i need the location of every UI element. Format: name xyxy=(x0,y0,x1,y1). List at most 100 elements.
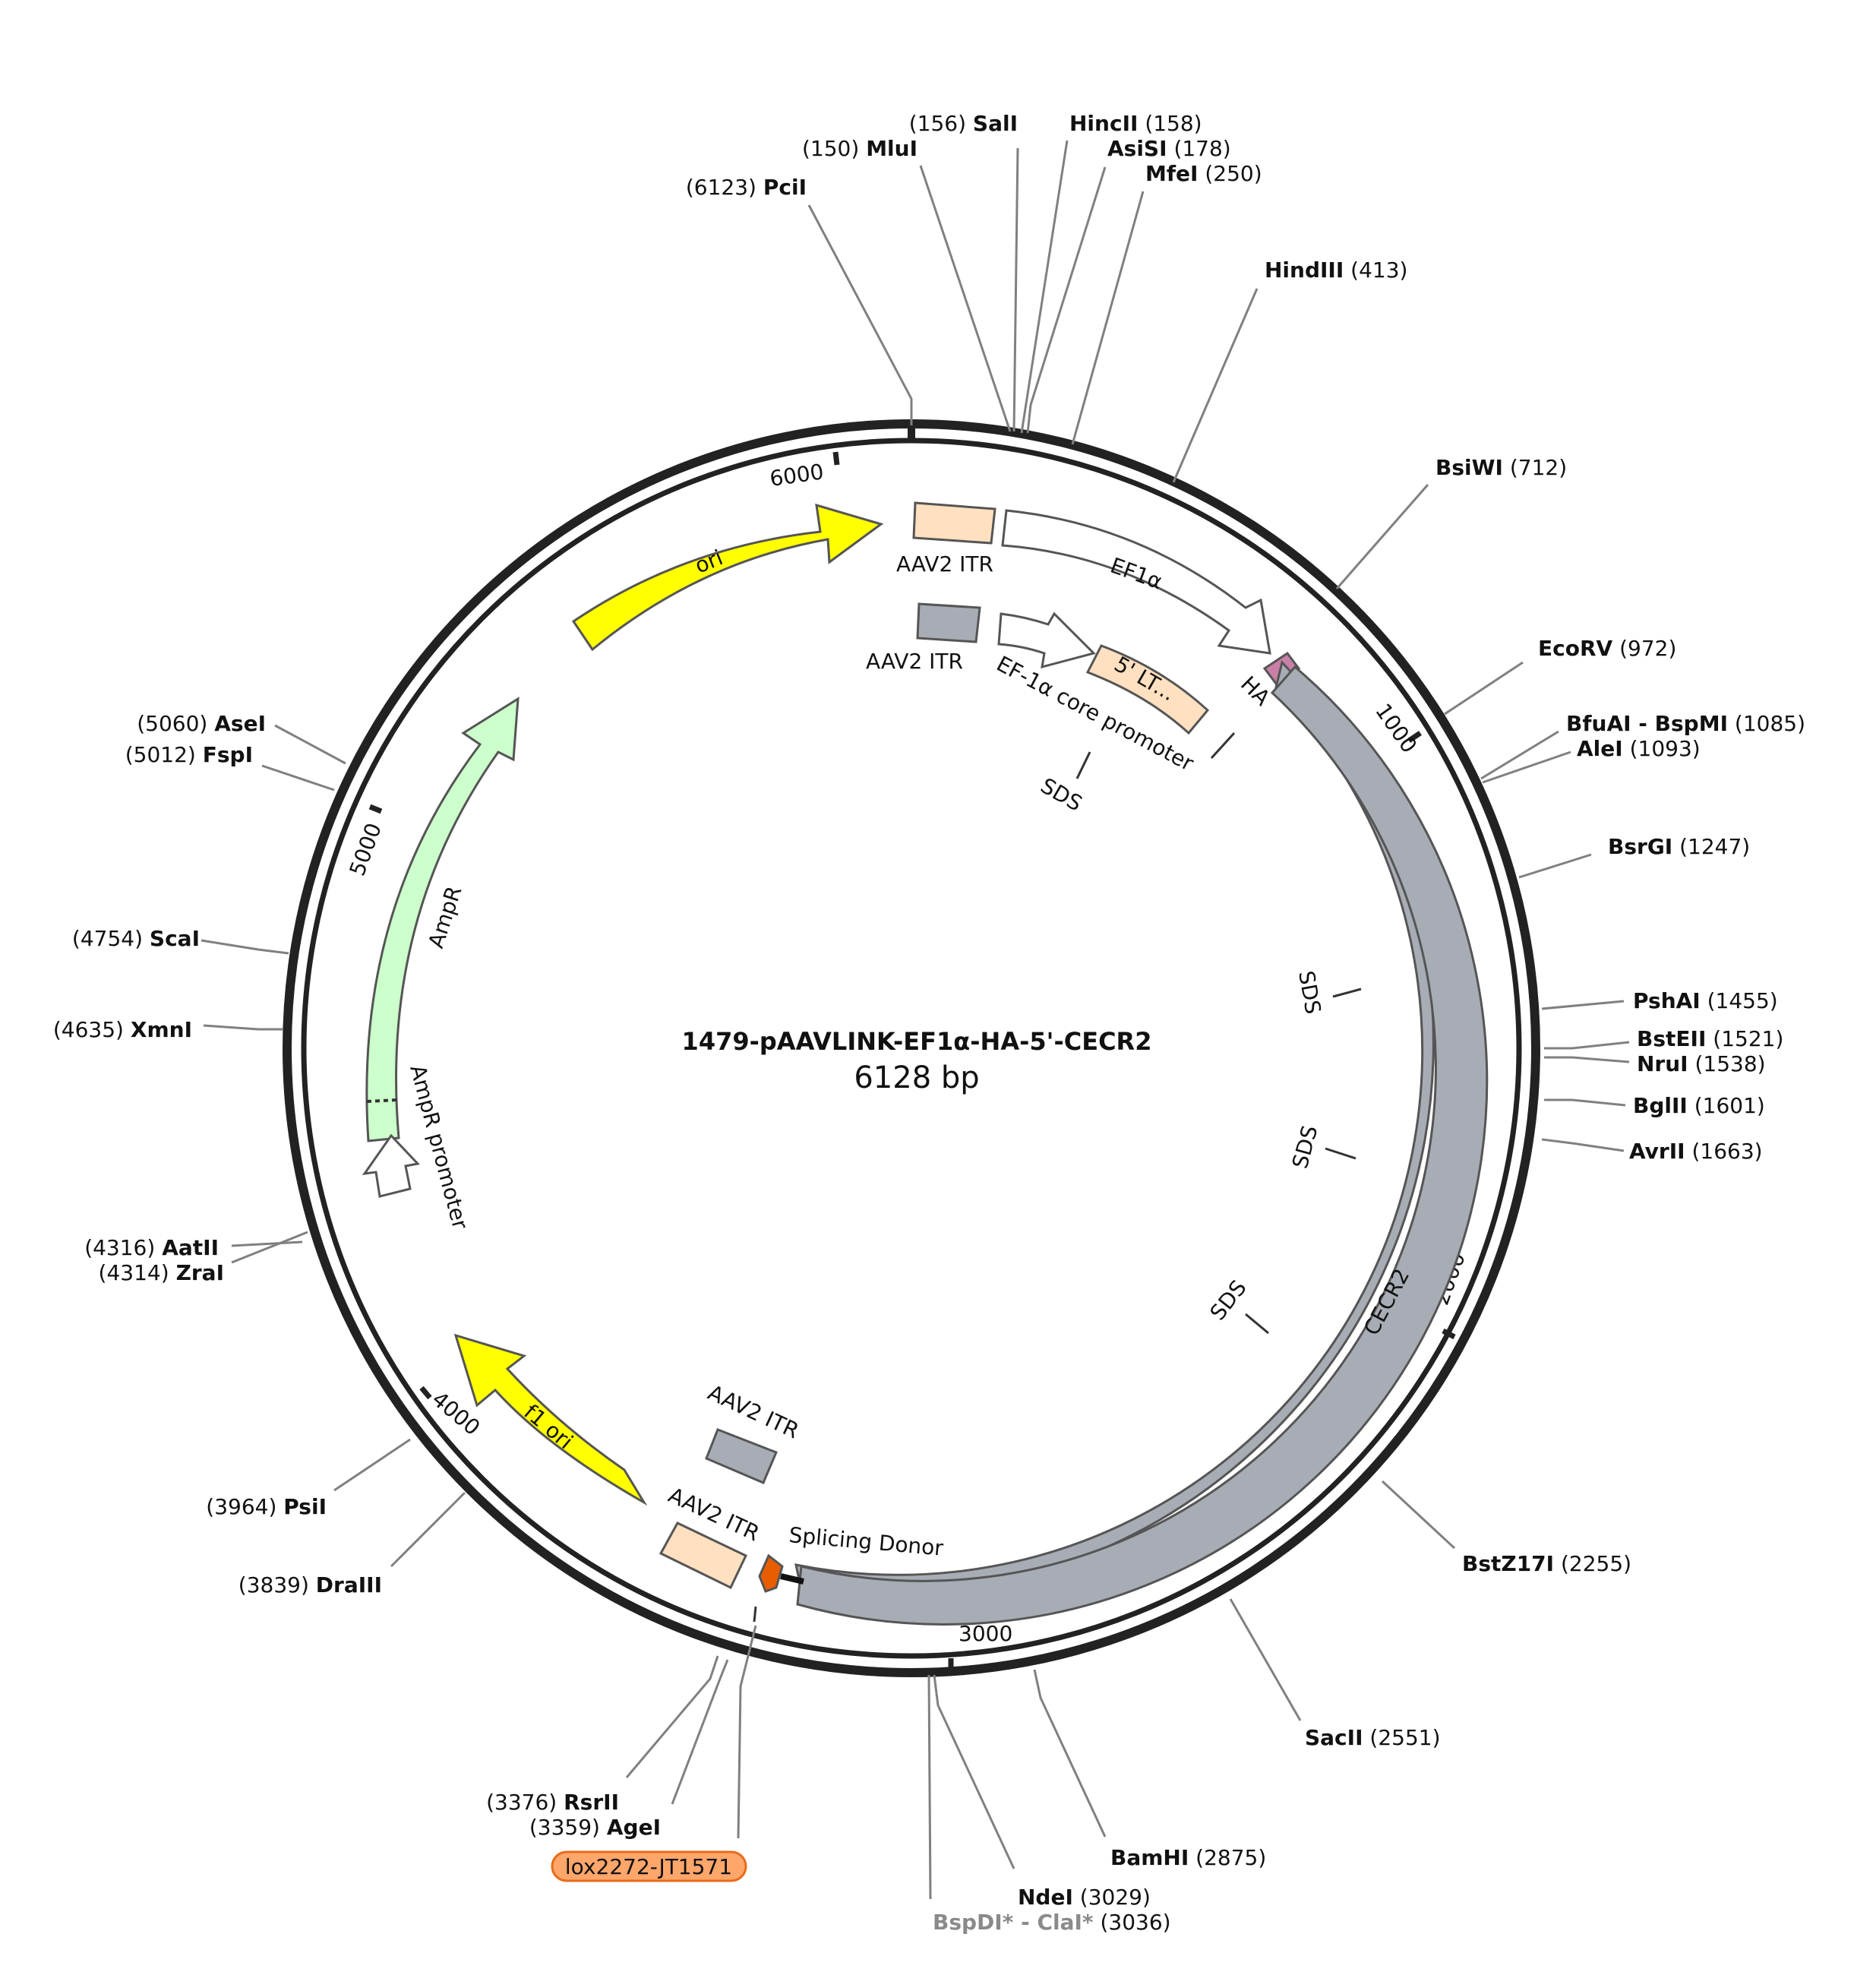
leader-bspdi xyxy=(927,1674,932,1900)
ampr-label: AmpR xyxy=(423,883,466,951)
sds-marker-2 xyxy=(1332,988,1362,998)
sds-marker-1 xyxy=(1075,751,1091,779)
tick-6000 xyxy=(832,451,840,466)
leader-agei xyxy=(671,1659,729,1805)
enzyme-label-pshai: PshAI (1455) xyxy=(1633,988,1778,1013)
splicing-donor-label: Splicing Donor xyxy=(788,1522,944,1561)
lox-badge xyxy=(551,1850,747,1882)
leader-xmni xyxy=(203,1024,283,1031)
ampr-promoter-label: AmpR promoter xyxy=(405,1062,473,1232)
aav2-itr-top xyxy=(912,501,996,545)
enzyme-label-zrai: (4314) ZraI xyxy=(99,1260,224,1285)
leader-psii xyxy=(333,1438,411,1492)
leader-bglii xyxy=(1544,1098,1626,1107)
enzyme-label-bsrgi: BsrGI (1247) xyxy=(1608,834,1750,859)
enzyme-leaders xyxy=(201,140,1630,1900)
enzyme-label-bstz17i: BstZ17I (2255) xyxy=(1462,1551,1631,1576)
splicing-donor-link xyxy=(780,1573,804,1585)
ori-arrow xyxy=(571,503,884,652)
enzyme-label-bsiwi: BsiWI (712) xyxy=(1435,455,1567,480)
enzyme-label-alei: AleI (1093) xyxy=(1577,736,1701,761)
leader-pshai xyxy=(1541,1000,1625,1010)
leader-asisi xyxy=(1026,166,1107,434)
leader-bsiwi xyxy=(1335,484,1429,589)
cecr2-body xyxy=(796,665,1489,1626)
sds-label-2: SDS xyxy=(1293,969,1325,1016)
ef1a-arrow xyxy=(1001,509,1271,655)
enzyme-label-rsrii: (3376) RsrII xyxy=(486,1790,619,1815)
enzyme-label-ndei: NdeI (3029) xyxy=(1018,1885,1151,1910)
tick-3000-label: 3000 xyxy=(959,1621,1012,1646)
tick-6000-label: 6000 xyxy=(768,459,825,491)
enzyme-label-asisi: AsiSI (178) xyxy=(1107,136,1231,161)
sds-label-1: SDS xyxy=(1037,773,1087,816)
enzyme-label-pcil: (6123) PciI xyxy=(686,175,807,200)
leader-ecorv xyxy=(1444,661,1524,716)
leader-bstz17i xyxy=(1381,1480,1456,1550)
leader-nrui xyxy=(1544,1056,1630,1063)
sds-marker-0 xyxy=(1210,732,1236,760)
enzyme-label-scai: (4754) ScaI xyxy=(72,926,200,951)
sds-marker-4 xyxy=(1245,1313,1269,1335)
enzyme-label-asei: (5060) AseI xyxy=(137,711,266,736)
leader-rsrii xyxy=(625,1655,719,1778)
enzyme-label-fspi: (5012) FspI xyxy=(125,742,253,767)
enzyme-label-nrui: NruI (1538) xyxy=(1637,1051,1766,1076)
leader-bfuai xyxy=(1480,730,1559,780)
leader-asei xyxy=(274,724,346,765)
aav2-itr-bottom xyxy=(658,1522,747,1590)
enzyme-label-mfei: MfeI (250) xyxy=(1145,161,1262,186)
leader-scai xyxy=(201,939,289,955)
lox-tick xyxy=(753,1606,757,1623)
enzyme-label-sali: (156) SalI xyxy=(909,111,1018,136)
enzyme-label-bfuai: BfuAI - BspMI (1085) xyxy=(1566,711,1805,736)
leader-bsrgi xyxy=(1518,853,1592,879)
plasmid-name: 1479-pAAVLINK-EF1α-HA-5'-CECR2 xyxy=(682,1027,1152,1056)
enzyme-label-bglii: BglII (1601) xyxy=(1633,1093,1765,1118)
sds-marker-3 xyxy=(1325,1147,1356,1160)
tick-5000 xyxy=(368,804,383,814)
features: ori AAV2 ITR EF1α HA AAV2 ITR EF-1α core… xyxy=(362,501,1489,1882)
leader-ndei xyxy=(933,1674,1015,1869)
enzyme-label-avrii: AvrII (1663) xyxy=(1629,1139,1763,1164)
leader-zrai xyxy=(231,1231,308,1264)
tick-5000-label: 5000 xyxy=(345,820,387,879)
leader-aatii xyxy=(231,1240,303,1247)
leader-bsteii xyxy=(1544,1041,1630,1050)
aav2-itr-inner-bottom xyxy=(705,1428,778,1484)
leader-alei xyxy=(1482,750,1571,784)
leader-lox xyxy=(737,1625,757,1839)
enzyme-label-bamhi: BamHI (2875) xyxy=(1110,1845,1266,1870)
enzyme-labels: (6123) PciI (150) MluI (156) SalI HincII… xyxy=(53,111,1805,1935)
leader-drai xyxy=(390,1491,466,1568)
enzyme-label-psii: (3964) PsiI xyxy=(206,1494,327,1519)
tick-2000 xyxy=(1442,1328,1456,1340)
enzyme-label-bsteii: BstEII (1521) xyxy=(1637,1026,1783,1051)
aav2-itr-inner-top xyxy=(916,602,981,643)
plasmid-size: 6128 bp xyxy=(854,1060,979,1095)
sds-label-4: SDS xyxy=(1205,1275,1252,1325)
aav2-itr-inner-top-label: AAV2 ITR xyxy=(866,649,963,674)
splicing-donor-feature xyxy=(758,1553,784,1593)
leader-hincii xyxy=(1020,140,1069,434)
ampr-promoter-arrow xyxy=(362,1133,420,1198)
sds-label-3: SDS xyxy=(1287,1123,1323,1171)
leader-avrii xyxy=(1541,1138,1625,1152)
enzyme-label-mlui: (150) MluI xyxy=(802,136,917,161)
lox-label: lox2272-JT1571 xyxy=(565,1854,732,1879)
ampr-arrow xyxy=(365,697,520,1142)
ef1a-core-promoter-arrow xyxy=(997,611,1096,669)
leader-mlui xyxy=(919,165,1012,432)
aav2-itr-top-label: AAV2 ITR xyxy=(896,551,993,577)
enzyme-label-agei: (3359) AgeI xyxy=(529,1815,661,1840)
leader-fspi xyxy=(261,764,335,792)
enzyme-label-hincii: HincII (158) xyxy=(1069,111,1202,136)
tick-1000 xyxy=(1407,731,1422,743)
enzyme-label-bspdi: BspDI* - ClaI* (3036) xyxy=(933,1910,1171,1935)
leader-pcil xyxy=(807,204,913,425)
leader-hindiii xyxy=(1172,288,1259,483)
enzyme-label-ecorv: EcoRV (972) xyxy=(1538,636,1676,661)
enzyme-label-sacii: SacII (2551) xyxy=(1305,1725,1441,1750)
ampr-promoter-divider xyxy=(366,1098,398,1103)
